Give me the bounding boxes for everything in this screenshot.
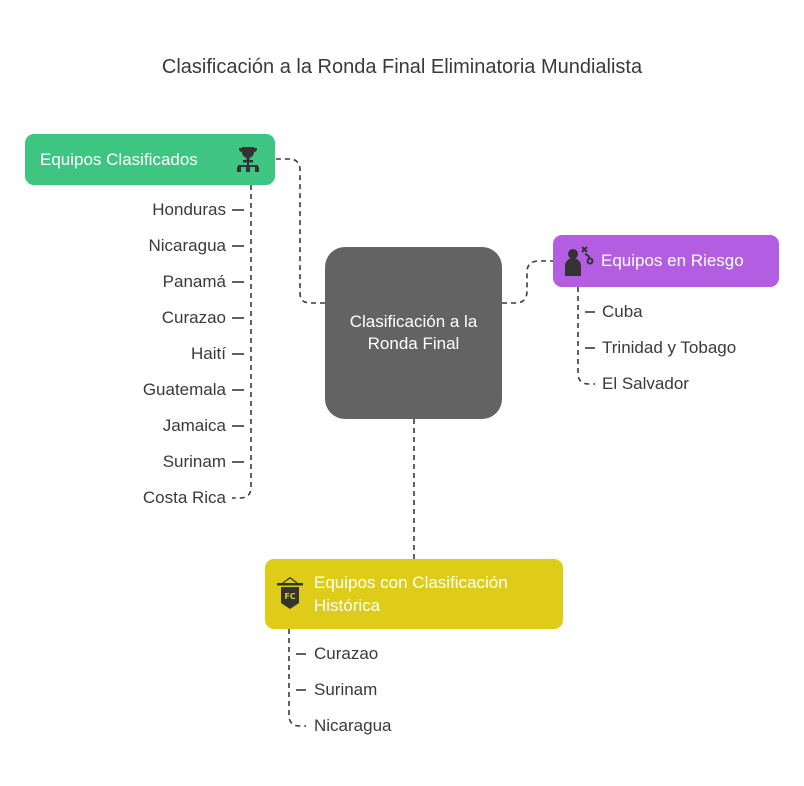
historic-teams-node: FC Equipos con Clasificación Histórica — [265, 559, 563, 629]
trophy-hierarchy-icon — [237, 147, 259, 172]
at-risk-team-item: Trinidad y Tobago — [602, 338, 737, 357]
historic-teams-label: Equipos con Clasificación Histórica — [314, 573, 508, 615]
qualified-teams-label: Equipos Clasificados — [40, 149, 198, 169]
qualified-team-item: Panamá — [162, 272, 226, 291]
at-risk-team-item: El Salvador — [602, 374, 689, 393]
qualified-team-item: Nicaragua — [148, 236, 227, 255]
center-label: Clasificación a la Ronda Final — [349, 312, 478, 353]
qualified-team-item: Haití — [191, 344, 226, 363]
qualified-team-item: Jamaica — [162, 416, 226, 435]
qualified-teams-node: Equipos Clasificados — [25, 134, 275, 185]
historic-team-item: Curazao — [314, 644, 379, 663]
center-node: Clasificación a la Ronda Final — [325, 247, 502, 419]
at-risk-teams-label: Equipos en Riesgo — [601, 251, 744, 270]
qualified-team-item: Honduras — [152, 200, 226, 219]
page-title: Clasificación a la Ronda Final Eliminato… — [161, 56, 643, 78]
strategy-person-icon — [565, 246, 594, 276]
qualified-team-item: Costa Rica — [142, 488, 226, 507]
historic-team-item: Nicaragua — [314, 716, 392, 735]
qualified-team-item: Guatemala — [142, 380, 226, 399]
qualified-team-item: Curazao — [161, 308, 226, 327]
at-risk-team-item: Cuba — [602, 302, 643, 321]
at-risk-teams-node: Equipos en Riesgo — [553, 235, 779, 287]
fc-banner-icon: FC — [277, 577, 303, 609]
svg-text:FC: FC — [284, 592, 295, 601]
qualified-team-item: Surinam — [162, 452, 226, 471]
historic-team-item: Surinam — [314, 680, 378, 699]
